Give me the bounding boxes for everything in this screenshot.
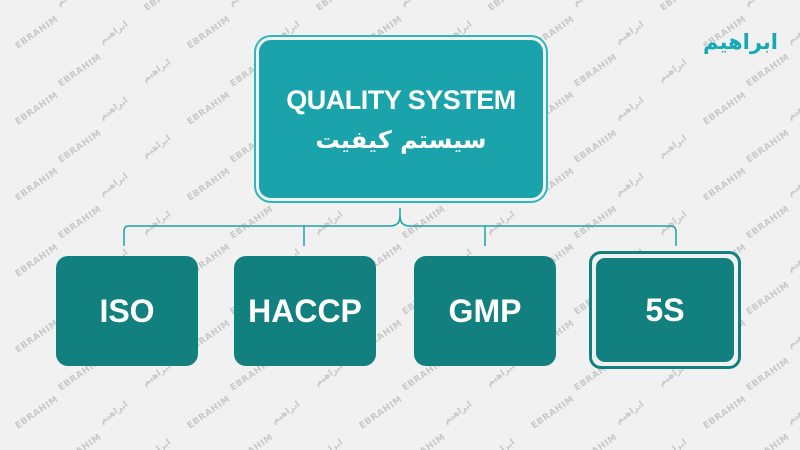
child-node-5s: 5S <box>589 251 741 369</box>
child-node-iso: ISO <box>56 256 198 366</box>
connector-5s <box>399 215 677 246</box>
child-node-5s-inner: 5S <box>596 258 734 362</box>
child-label: GMP <box>448 292 522 329</box>
brand-logo: ابراهیم <box>703 30 778 54</box>
child-label: ISO <box>99 292 155 329</box>
child-node-gmp: GMP <box>414 256 556 366</box>
root-title: QUALITY SYSTEM <box>286 84 516 115</box>
root-node-quality-system: QUALITY SYSTEM سیستم کیفیت <box>259 40 543 198</box>
child-label: 5S <box>645 291 685 328</box>
root-subtitle: سیستم کیفیت <box>315 125 487 154</box>
connector-iso <box>123 208 401 246</box>
child-label: HACCP <box>248 292 362 329</box>
child-node-haccp: HACCP <box>234 256 376 366</box>
